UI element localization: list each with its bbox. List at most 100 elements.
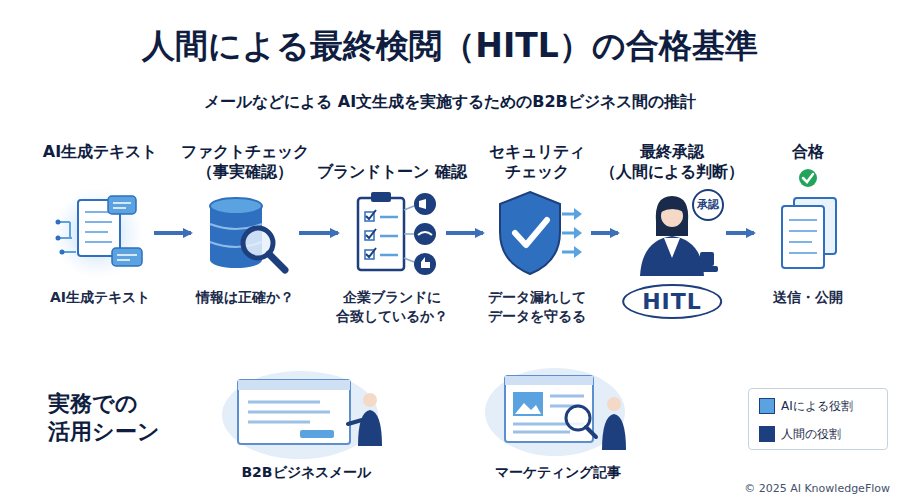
- email-scene-part: [348, 420, 362, 424]
- clipboard-icon-part: [371, 192, 391, 202]
- step-question: 企業ブランドに 合致しているか？: [317, 288, 467, 326]
- hitl-badge: HITL: [622, 284, 722, 319]
- approver-icon-part: [661, 203, 684, 212]
- flow-arrow: [299, 231, 338, 235]
- step-node: ファクトチェック （事実確認）情報は正確か？: [197, 190, 293, 276]
- clipboard-icon-part: [421, 257, 430, 268]
- ai-document-icon-part: [85, 212, 112, 242]
- clipboard-icon: [358, 192, 436, 275]
- pass-icon-part: [789, 220, 817, 253]
- legend-text: 人間の役割: [781, 426, 841, 443]
- article-scene-part: [602, 414, 626, 450]
- email-scene-part: [222, 371, 378, 459]
- legend-swatch: [759, 398, 775, 414]
- legend-row: AIによる役割: [759, 395, 887, 417]
- approver-icon-part: [664, 238, 680, 258]
- flow-arrow: [446, 231, 483, 235]
- article-scene-part: [485, 368, 625, 456]
- clipboard-icon-part: [414, 253, 436, 275]
- legend-text: AIによる役割: [781, 398, 853, 415]
- step-node: AI生成テキストAI生成テキスト: [52, 190, 148, 276]
- clipboard-icon-part: [419, 199, 426, 209]
- flow-arrow: [591, 231, 618, 235]
- email-scene-part: [238, 380, 350, 390]
- shield-icon-part: [562, 214, 576, 252]
- ai-document-icon-part: [108, 196, 136, 214]
- clipboard-icon-part: [380, 217, 398, 255]
- clipboard-icon-part: [414, 223, 436, 245]
- step-node: ブランドトーン 確認企業ブランドに 合致しているか？: [344, 190, 440, 276]
- email-scene-part: [358, 410, 382, 446]
- clipboard-icon-part: [366, 210, 376, 257]
- approver-icon-part: [656, 196, 688, 236]
- step-heading: 合格: [733, 142, 883, 162]
- database-icon: [210, 198, 285, 270]
- pass-icon: [782, 169, 836, 268]
- email-scene-part: [363, 393, 377, 407]
- article-scene-part: [505, 376, 593, 442]
- shield-icon-part: [574, 208, 582, 258]
- article-scene-part: [586, 427, 596, 437]
- shield-icon-part: [500, 192, 560, 274]
- flow-arrow: [726, 231, 754, 235]
- step-question: AI生成テキスト: [25, 288, 175, 307]
- pass-icon-part: [782, 206, 824, 268]
- shield-icon: [500, 192, 582, 274]
- pass-icon-part: [799, 169, 817, 187]
- ai-document-icon-part: [117, 255, 137, 260]
- ai-document-icon-part: [56, 220, 61, 225]
- clipboard-icon-part: [418, 232, 432, 235]
- email-scene: [222, 371, 382, 459]
- subtitle: メールなどによる AI文生成を実施するためのB2Bビジネス間の推計: [0, 92, 900, 113]
- ai-document-icon: [52, 187, 144, 279]
- clipboard-icon-part: [414, 193, 436, 215]
- scene-label: B2Bビジネスメール: [226, 464, 386, 482]
- email-scene-part: [248, 402, 330, 422]
- step-heading: ファクトチェック （事実確認）: [170, 142, 320, 182]
- step-node: セキュリティ チェックデータ漏れして データを守るる: [489, 190, 585, 276]
- step-question: 送信・公開: [733, 288, 883, 307]
- step-question: データ漏れして データを守るる: [462, 288, 612, 326]
- approver-icon-part: [640, 236, 704, 276]
- approver-icon-part: [693, 190, 723, 220]
- approver-icon: [640, 190, 723, 276]
- ai-document-icon-part: [60, 250, 65, 255]
- shield-icon-part: [515, 220, 547, 245]
- ai-document-icon-part: [52, 187, 144, 279]
- article-scene-part: [515, 403, 541, 414]
- legend-box: AIによる役割人間の役割: [748, 388, 888, 450]
- ai-document-icon-part: [112, 248, 142, 266]
- step-node: 合格送信・公開: [760, 190, 856, 276]
- ai-document-icon-part: [58, 222, 76, 252]
- legend-row: 人間の役割: [759, 423, 887, 445]
- section-heading: 実務での 活用シーン: [48, 390, 168, 445]
- ai-document-icon-part: [56, 236, 61, 241]
- step-heading: セキュリティ チェック: [462, 142, 612, 182]
- approver-icon-part: [700, 252, 714, 266]
- approver-icon-part: [696, 266, 718, 272]
- step-heading: ブランドトーン 確認: [317, 162, 467, 182]
- step-heading: 最終承認 （人間による判断）: [597, 142, 747, 182]
- database-icon-part: [210, 198, 262, 214]
- article-scene-part: [607, 397, 621, 411]
- article-scene-part: [505, 376, 593, 385]
- article-scene: [485, 368, 626, 456]
- database-icon-part: [269, 254, 285, 270]
- stamp-text: 承認: [693, 198, 723, 212]
- step-question: 情報は正確か？: [170, 288, 320, 307]
- pass-icon-part: [803, 174, 813, 182]
- step-heading: AI生成テキスト: [25, 142, 175, 162]
- legend-swatch: [759, 426, 775, 442]
- scene-node: B2Bビジネスメール: [226, 370, 386, 482]
- email-scene-part: [300, 430, 334, 438]
- scene-node: マーケティング記事: [478, 370, 638, 482]
- clipboard-icon-part: [404, 206, 414, 262]
- copyright-note: © 2025 AI KnowledgeFlow: [744, 482, 890, 496]
- ai-document-icon-part: [113, 203, 131, 208]
- article-scene-part: [513, 392, 543, 416]
- title: 人間による最終検閲（HITL）の合格基準: [0, 24, 900, 69]
- scene-label: マーケティング記事: [478, 464, 638, 482]
- email-scene-part: [238, 380, 350, 444]
- clipboard-icon-part: [358, 198, 404, 270]
- flow-arrow: [154, 231, 191, 235]
